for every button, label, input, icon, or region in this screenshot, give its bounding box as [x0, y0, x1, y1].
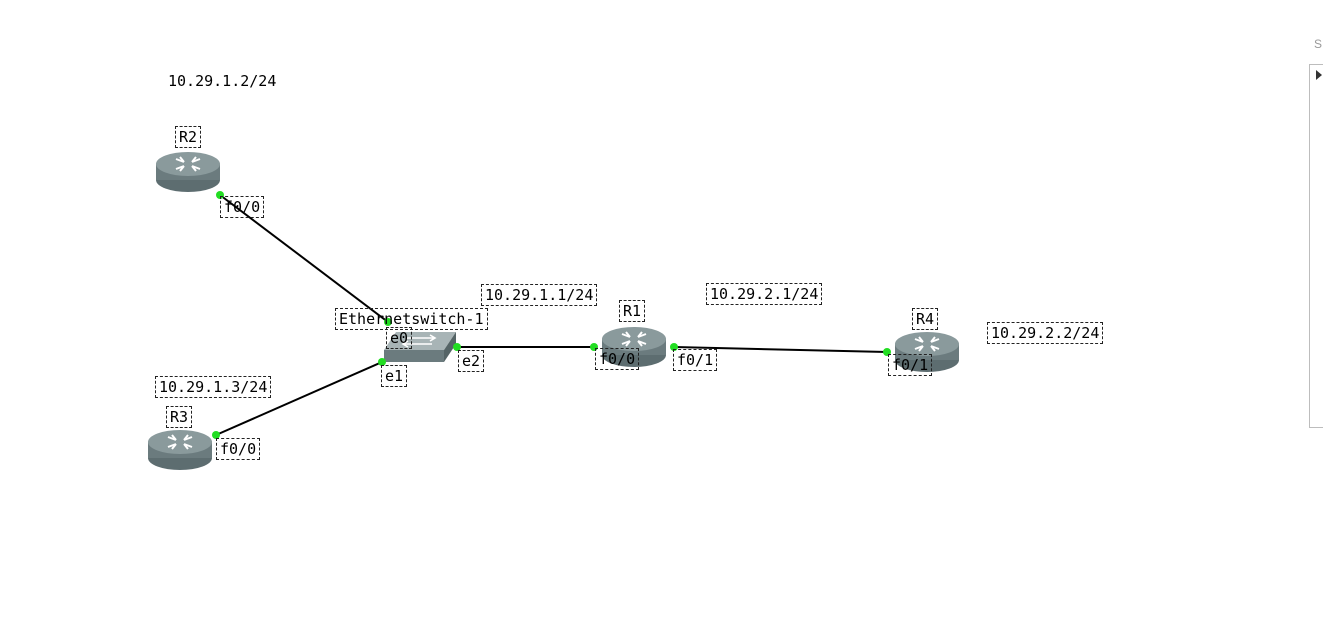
port-dot-sw-e0[interactable] — [384, 318, 392, 326]
ethernet-switch-icon[interactable] — [382, 330, 458, 364]
port-label-sw-e0[interactable]: e0 — [386, 327, 413, 349]
ip-label-r2[interactable]: 10.29.1.2/24 — [168, 72, 277, 90]
device-label-r4[interactable]: R4 — [912, 308, 939, 330]
ip-label-r4[interactable]: 10.29.2.2/24 — [987, 322, 1104, 344]
side-panel[interactable] — [1309, 64, 1323, 428]
router-r1-icon[interactable] — [600, 325, 668, 369]
port-dot-sw-e1[interactable] — [378, 358, 386, 366]
port-label-r1-f0-1[interactable]: f0/1 — [673, 349, 718, 371]
device-label-r1[interactable]: R1 — [619, 300, 646, 322]
port-label-sw-e2[interactable]: e2 — [458, 350, 485, 372]
ip-label-r1-f0-0[interactable]: 10.29.1.1/24 — [481, 284, 598, 306]
side-panel-letter: S — [1314, 37, 1323, 51]
port-label-r4-f0-1[interactable]: f0/1 — [888, 354, 933, 376]
port-dot-r2-f0-0[interactable] — [216, 191, 224, 199]
router-r2-icon[interactable] — [154, 150, 222, 194]
port-label-r3-f0-0[interactable]: f0/0 — [216, 438, 261, 460]
link-r3-sw[interactable] — [215, 361, 383, 436]
ip-label-r1-f0-1[interactable]: 10.29.2.1/24 — [706, 283, 823, 305]
link-r1-r4[interactable] — [673, 346, 888, 353]
device-label-r3[interactable]: R3 — [166, 406, 193, 428]
expand-arrow-icon[interactable] — [1316, 70, 1322, 80]
port-dot-r3-f0-0[interactable] — [212, 431, 220, 439]
link-r2-sw[interactable] — [219, 194, 389, 323]
port-label-r1-f0-0[interactable]: f0/0 — [595, 348, 640, 370]
device-label-r2[interactable]: R2 — [175, 126, 202, 148]
port-label-r2-f0-0[interactable]: f0/0 — [220, 196, 265, 218]
port-label-sw-e1[interactable]: e1 — [381, 365, 408, 387]
ip-label-r3[interactable]: 10.29.1.3/24 — [155, 376, 272, 398]
router-r3-icon[interactable] — [146, 428, 214, 472]
port-dot-sw-e2[interactable] — [453, 343, 461, 351]
